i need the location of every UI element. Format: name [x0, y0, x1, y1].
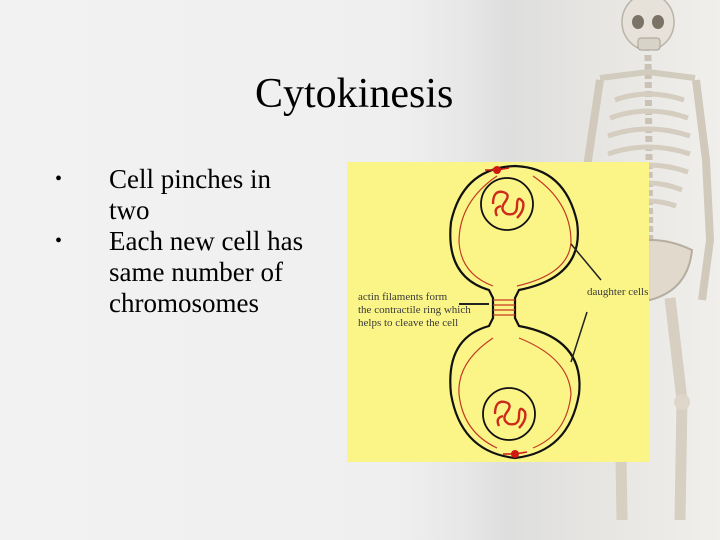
bullet-line: chromosomes [109, 288, 259, 318]
cytokinesis-diagram: actin filaments form the contractile rin… [347, 162, 649, 462]
cytokinesis-diagram-svg: actin filaments form the contractile rin… [358, 164, 648, 460]
slide-title: Cytokinesis [255, 71, 454, 117]
bullet-symbol: • [55, 168, 63, 190]
bullet-line: same number of [109, 257, 283, 287]
bottom-nucleus [482, 387, 536, 441]
bullet-symbol: • [55, 230, 63, 252]
bottom-chromosomes [493, 400, 527, 429]
bullet-item: • Cell pinches in two [55, 164, 345, 226]
daughter-cells-label: daughter cells [587, 286, 648, 298]
bullet-line: Each new cell has [109, 226, 304, 256]
bullet-line: two [109, 195, 150, 225]
top-nucleus [480, 177, 534, 231]
top-chromosomes [491, 190, 525, 219]
bullet-item: • Each new cell has same number of chrom… [55, 226, 345, 319]
bullet-list: • Cell pinches in two • Each new cell ha… [55, 164, 345, 319]
ring-label-line: the contractile ring which [358, 304, 471, 316]
ring-label-line: helps to cleave the cell [358, 317, 458, 329]
ring-label-line: actin filaments form [358, 291, 448, 303]
bullet-line: Cell pinches in [109, 164, 271, 194]
